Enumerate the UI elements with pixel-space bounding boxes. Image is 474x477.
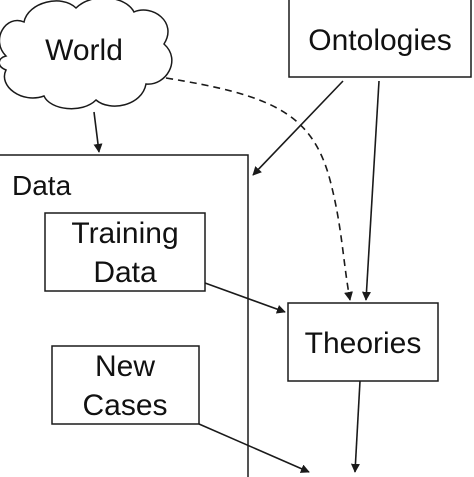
edge-world-to-data xyxy=(93,111,103,153)
edges xyxy=(93,77,380,473)
edge-training-data-to-theories xyxy=(204,282,286,314)
new-cases-node: New Cases xyxy=(51,345,200,425)
ontologies-box xyxy=(288,0,472,78)
edge-new-cases-out xyxy=(198,423,310,473)
edge-ontologies-to-theories xyxy=(361,80,380,301)
new-cases-box xyxy=(51,345,200,425)
new-cases-label-line-2: Cases xyxy=(82,389,167,422)
theories-box xyxy=(287,302,439,382)
ontologies-label: Ontologies xyxy=(308,24,451,57)
training-data-label-line-2: Data xyxy=(93,256,157,289)
world-cloud-shape xyxy=(0,0,173,110)
training-data-node: Training Data xyxy=(44,212,206,292)
theories-node: Theories xyxy=(287,302,439,382)
ontologies-node: Ontologies xyxy=(288,0,472,78)
data-container-label: Data xyxy=(12,170,72,201)
world-node: World xyxy=(0,0,173,110)
world-label: World xyxy=(45,34,123,67)
training-data-box xyxy=(44,212,206,292)
new-cases-label-line-1: New xyxy=(95,350,155,383)
edge-theories-out xyxy=(350,380,361,473)
edge-world-to-theories xyxy=(165,77,353,301)
edge-ontologies-to-data xyxy=(252,80,344,176)
training-data-label-line-1: Training xyxy=(71,217,178,250)
theories-label: Theories xyxy=(305,327,422,360)
